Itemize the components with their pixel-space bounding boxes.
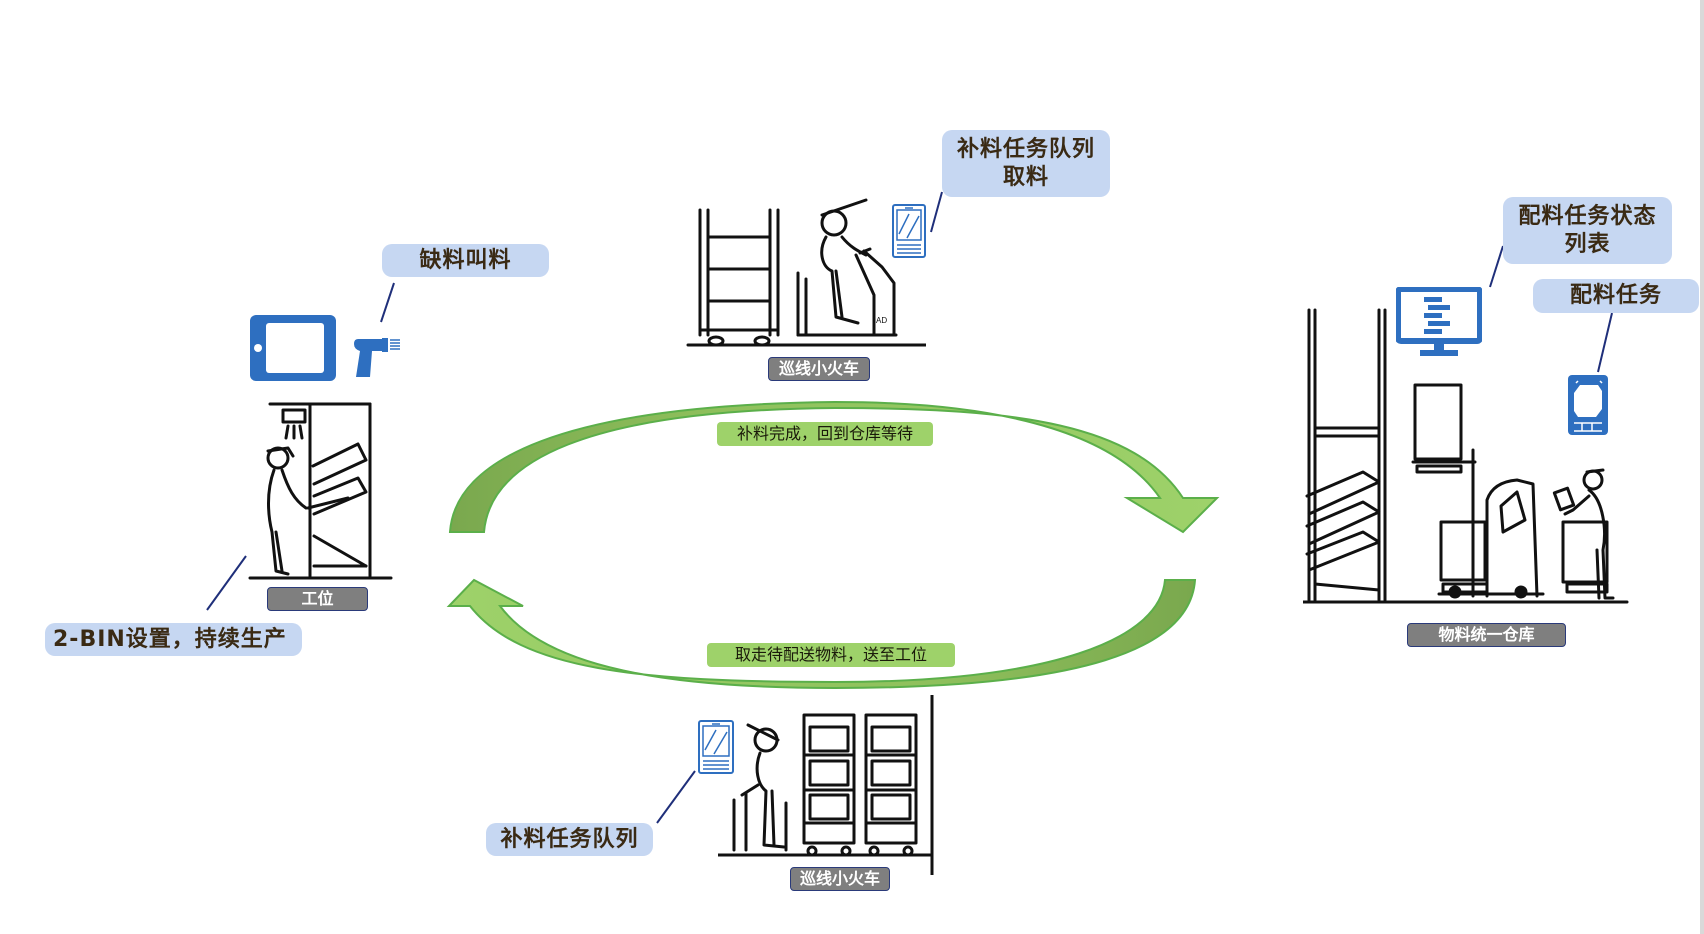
callout-picking-task-text: 配料任务 bbox=[1569, 283, 1662, 308]
flow-arrow-bottom bbox=[446, 578, 1197, 690]
top-train-illustration: + AD bbox=[686, 198, 926, 347]
workstation-label: 工位 bbox=[267, 587, 368, 611]
leader-line-callout-top-train bbox=[930, 191, 943, 233]
handheld-terminal-icon-warehouse bbox=[1568, 375, 1608, 435]
leader-line-callout-task bbox=[1597, 312, 1613, 373]
handheld-terminal-icon-top-train bbox=[892, 204, 926, 258]
flow-label-top: 补料完成，回到仓库等待 bbox=[717, 422, 933, 446]
callout-picking-task: 配料任务 bbox=[1533, 279, 1699, 313]
handheld-terminal-icon-bottom-train bbox=[698, 720, 734, 774]
callout-2bin-setup-text: 2-BIN设置，持续生产 bbox=[53, 626, 287, 652]
flow-arrow-top bbox=[448, 400, 1220, 534]
callout-task-status-list-line2: 列表 bbox=[1564, 231, 1611, 257]
monitor-icon bbox=[1396, 287, 1482, 356]
flow-label-bottom: 取走待配送物料，送至工位 bbox=[707, 643, 955, 667]
leader-line-callout-shortage bbox=[380, 282, 395, 323]
leader-line-callout-2bin bbox=[206, 555, 247, 611]
warehouse-label: 物料统一仓库 bbox=[1407, 623, 1566, 647]
bottom-train-label: 巡线小火车 bbox=[790, 867, 890, 891]
callout-bottom-train-queue-text: 补料任务队列 bbox=[500, 826, 639, 852]
tablet-icon bbox=[250, 315, 336, 381]
warehouse-illustration bbox=[1303, 308, 1629, 604]
workstation-illustration bbox=[248, 402, 393, 580]
callout-shortage-request: 缺料叫料 bbox=[382, 244, 549, 277]
bottom-train-illustration bbox=[718, 695, 934, 875]
page-edge bbox=[1700, 0, 1704, 934]
callout-top-train-queue: 补料任务队列 取料 bbox=[942, 130, 1110, 197]
callout-top-train-queue-line2: 取料 bbox=[1002, 164, 1049, 190]
callout-bottom-train-queue: 补料任务队列 bbox=[486, 823, 653, 856]
callout-task-status-list: 配料任务状态 列表 bbox=[1503, 197, 1672, 264]
callout-2bin-setup: 2-BIN设置，持续生产 bbox=[45, 623, 302, 656]
leader-line-callout-bottom-train bbox=[656, 770, 696, 824]
callout-top-train-queue-line1: 补料任务队列 bbox=[956, 136, 1095, 162]
leader-line-callout-status bbox=[1489, 245, 1504, 288]
callout-task-status-list-line1: 配料任务状态 bbox=[1518, 203, 1657, 229]
callout-shortage-request-text: 缺料叫料 bbox=[419, 247, 512, 273]
svg-text:AD: AD bbox=[876, 316, 887, 325]
top-train-label: 巡线小火车 bbox=[768, 357, 870, 381]
barcode-scanner-icon bbox=[354, 338, 400, 377]
